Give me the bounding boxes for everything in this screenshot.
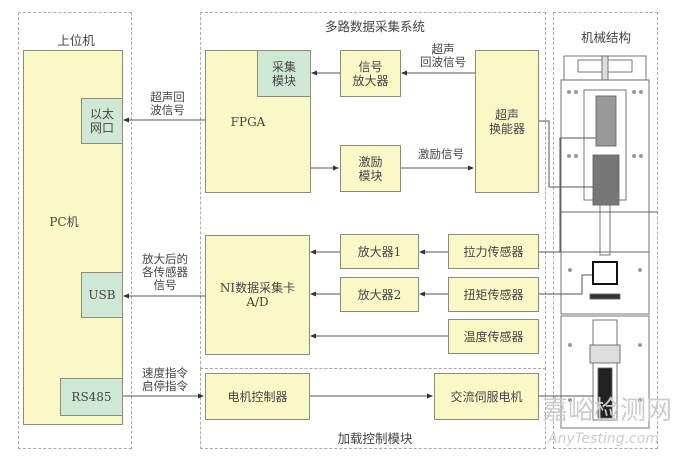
usb-port: USB: [81, 272, 123, 318]
line-torque-mech: [538, 274, 592, 295]
motor-controller-block: 电机控制器: [205, 373, 310, 420]
mechanical-group: [553, 12, 658, 449]
acquisition-title: 多路数据采集系统: [324, 19, 425, 34]
host-title: 上位机: [57, 33, 95, 48]
watermark-en: AnyTesting.com: [548, 431, 659, 447]
line-transducer-mech: [538, 120, 600, 188]
loading-title: 加载控制模块: [337, 431, 413, 446]
amp1-block: 放大器1: [340, 234, 419, 269]
edge-label-rs485: 速度指令 启停指令: [142, 366, 188, 393]
signal-amp-block: 信号 放大器: [340, 50, 401, 97]
edge-label-fpga-eth: 超声回 波信号: [150, 90, 185, 117]
mechanical-structure-drawing: [560, 55, 658, 429]
amp2-block: 放大器2: [340, 277, 419, 312]
servo-motor-block: 交流伺服电机: [434, 373, 539, 420]
transducer-block: 超声 换能器: [475, 50, 539, 193]
temp-sensor-block: 温度传感器: [448, 319, 539, 354]
rs485-port: RS485: [60, 378, 123, 416]
acq-module-block: 采集 模块: [257, 50, 311, 97]
tension-sensor-block: 拉力传感器: [448, 234, 539, 269]
fpga-label: FPGA: [230, 114, 266, 129]
ni-card-block: NI数据采集卡 A/D: [205, 235, 310, 355]
excitation-block: 激励 模块: [340, 145, 401, 192]
edge-label-excitation: 激励信号: [418, 147, 464, 161]
edge-label-ni-usb: 放大后的 各传感器 信号: [142, 252, 188, 292]
ethernet-port: 以太 网口: [81, 98, 123, 144]
watermark-cn: 嘉峪检测网: [542, 396, 673, 426]
mechanical-title: 机械结构: [580, 30, 631, 45]
pc-label: PC机: [49, 215, 79, 229]
edge-label-transducer-amp: 超声 回波信号: [420, 42, 466, 69]
line-tension-mech: [538, 137, 600, 253]
torque-sensor-block: 扭矩传感器: [448, 277, 539, 312]
host-group: [18, 12, 132, 449]
loading-group: [200, 368, 546, 449]
